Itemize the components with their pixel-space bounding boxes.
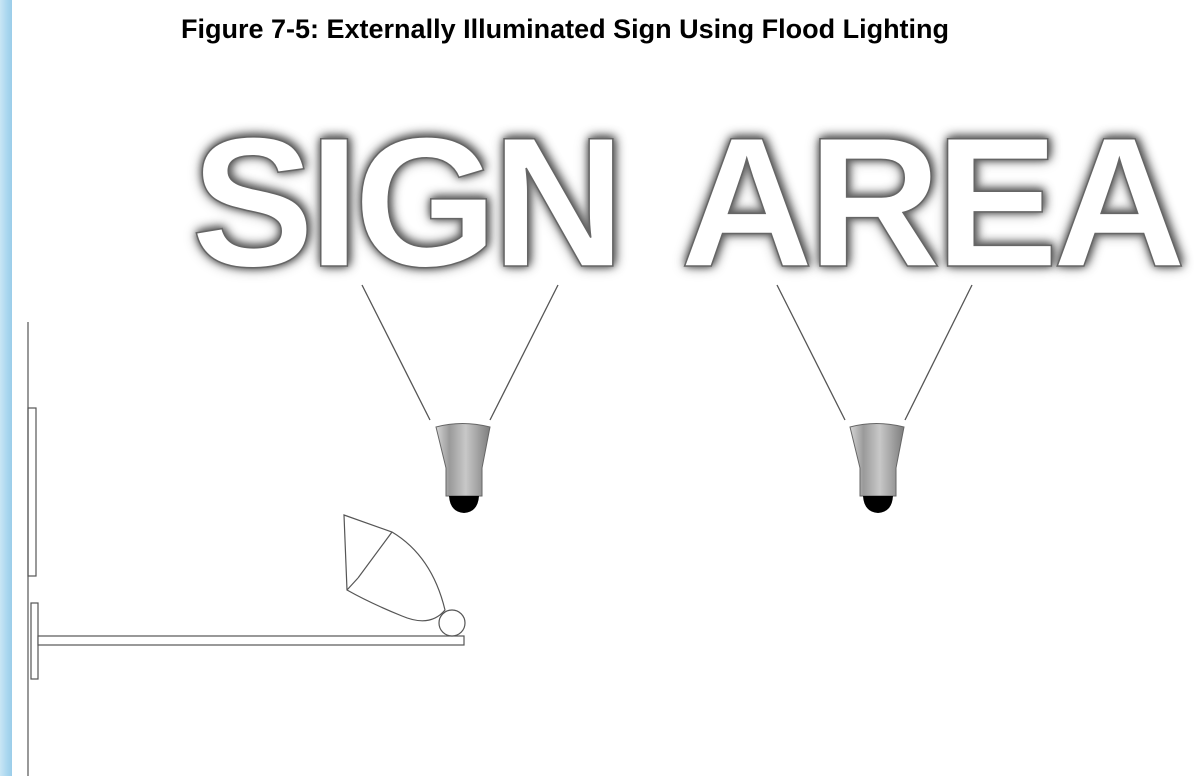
spotlight-icon: [436, 424, 490, 514]
mounting-arm: [38, 636, 464, 645]
light-beam-right: [777, 285, 972, 420]
light-beam-left: [362, 285, 558, 420]
wall: [28, 322, 38, 776]
flood-lamp-icon: [344, 515, 465, 636]
spotlight-icon: [850, 424, 904, 514]
